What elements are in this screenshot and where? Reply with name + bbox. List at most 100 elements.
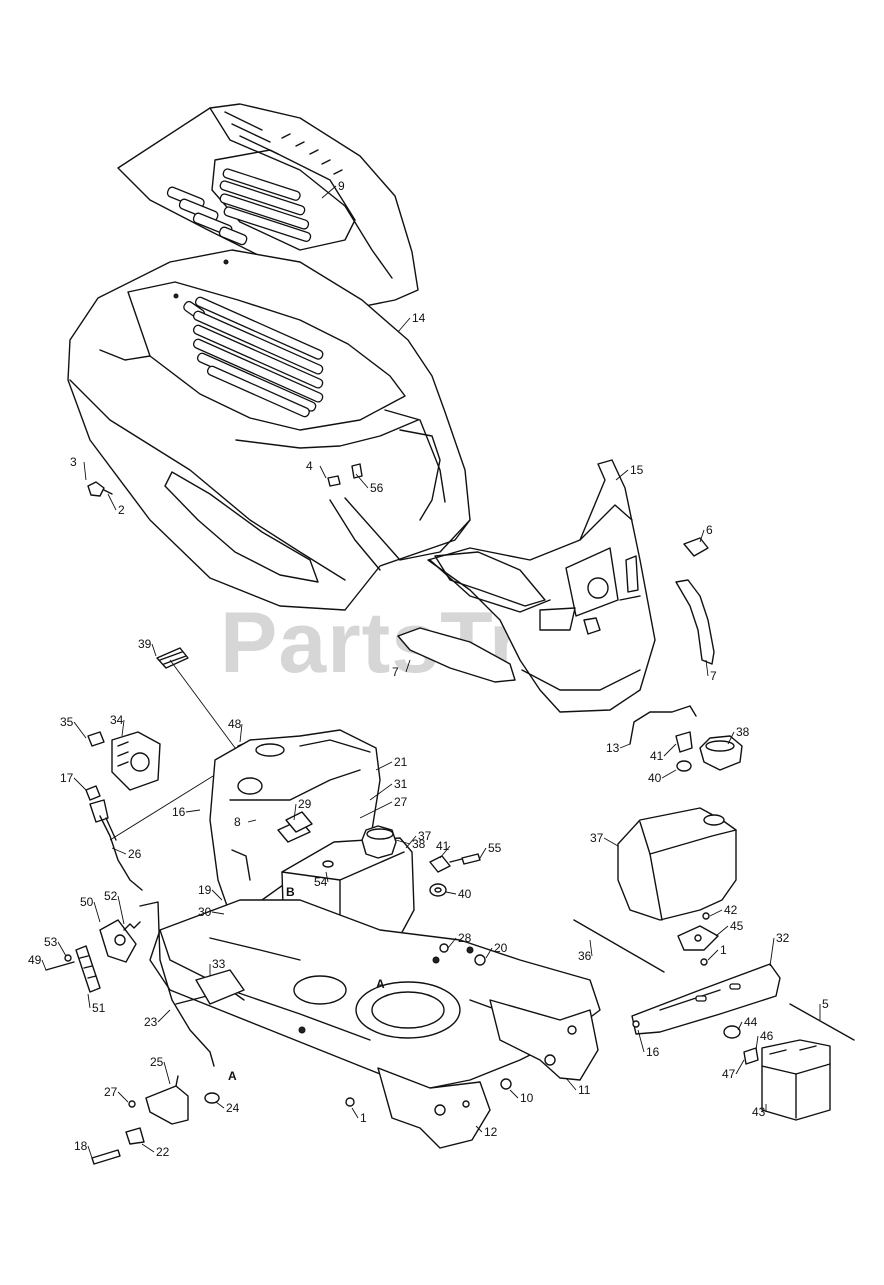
part-27-screw-lower: [128, 1100, 136, 1108]
callout-leader-c40b: [661, 769, 677, 779]
part-49-53-bolt: [45, 954, 75, 971]
callout-c47: 47: [722, 1067, 736, 1081]
part-4-56-fasteners: [327, 463, 363, 487]
part-38-fuel-cap-right: [699, 735, 743, 771]
callout-leader-c1b: [707, 949, 719, 961]
callout-leader-c42: [709, 909, 723, 917]
callout-leader-c18: [87, 1145, 93, 1159]
callout-c22: 22: [156, 1145, 170, 1159]
callout-leader-c11: [565, 1077, 577, 1091]
callout-leader-c26: [111, 847, 127, 855]
part-40-grommet-right: [676, 760, 692, 772]
callout-c35: 35: [60, 715, 74, 729]
callout-leader-c6: [699, 529, 705, 543]
callout-c25: 25: [150, 1055, 164, 1069]
callout-leader-c52: [117, 895, 125, 925]
callout-leader-c53: [57, 941, 67, 957]
callout-leader-c13: [619, 743, 631, 749]
callout-leader-c46: [755, 1035, 759, 1051]
callout-leader-c41b: [663, 743, 677, 757]
callout-c41a: 41: [436, 839, 450, 853]
callout-leader-c39: [151, 643, 157, 657]
callout-leader-c12: [475, 1125, 483, 1133]
callout-cB: B: [286, 885, 295, 899]
callout-leader-c20: [485, 947, 493, 959]
callout-leader-c25: [163, 1061, 171, 1085]
callout-c13: 13: [606, 741, 620, 755]
part-10-nut: [500, 1078, 512, 1090]
callout-c14: 14: [412, 311, 426, 325]
callout-leader-c15: [615, 469, 629, 481]
part-35-key: [87, 731, 105, 747]
part-39-clip: [156, 647, 189, 669]
callout-c17: 17: [60, 771, 74, 785]
callout-c51: 51: [92, 1001, 106, 1015]
part-33-pivot: [195, 969, 245, 1005]
callout-c52: 52: [104, 889, 118, 903]
callout-leader-c56: [355, 473, 369, 489]
callout-c18: 18: [74, 1139, 88, 1153]
callout-c9: 9: [338, 179, 345, 193]
callout-c8: 8: [234, 815, 241, 829]
part-41-tank-fitting: [429, 855, 467, 873]
callout-leader-c36: [589, 939, 593, 957]
part-11-frame-bracket-right: [489, 999, 599, 1081]
callout-leader-c40a: [445, 891, 457, 895]
callout-leader-c34: [121, 719, 125, 737]
callout-c28: 28: [458, 931, 472, 945]
callout-leader-c54: [325, 871, 329, 883]
callout-leader-c51: [87, 993, 91, 1009]
callout-c12: 12: [484, 1125, 498, 1139]
leader-line: [169, 659, 245, 761]
callout-leader-c50: [93, 901, 101, 923]
callout-c29: 29: [298, 797, 312, 811]
callout-leader-c17: [73, 777, 87, 791]
part-41-fitting-right: [675, 731, 693, 753]
part-20-nut: [474, 954, 486, 966]
callout-leader-c9: [321, 185, 337, 199]
callout-c26: 26: [128, 847, 142, 861]
part-44-spacer: [723, 1025, 741, 1039]
callout-leader-c19: [211, 889, 223, 901]
part-29-bracket: [285, 811, 313, 833]
callout-c34: 34: [110, 713, 124, 727]
callout-c32: 32: [776, 931, 790, 945]
callout-leader-c3: [83, 461, 87, 481]
callout-c53: 53: [44, 935, 58, 949]
part-7-trim-right: [675, 579, 715, 665]
callout-leader-c45: [715, 925, 729, 937]
callout-leader-c14: [397, 317, 411, 333]
callout-cA1: A: [376, 977, 385, 991]
callout-c6: 6: [706, 523, 713, 537]
callout-leader-c28: [447, 937, 457, 949]
callout-c39: 39: [138, 637, 152, 651]
part-5-tie-strap: [789, 1003, 855, 1041]
callout-leader-c47: [735, 1059, 745, 1075]
callout-c16a: 16: [172, 805, 186, 819]
part-51-detent-plate: [75, 945, 101, 993]
callout-c3: 3: [70, 455, 77, 469]
callout-leader-c16b: [637, 1029, 645, 1053]
callout-c23: 23: [144, 1015, 158, 1029]
part-55-hose: [461, 853, 481, 865]
callout-c56: 56: [370, 481, 384, 495]
callout-c11: 11: [578, 1083, 591, 1097]
callout-leader-c10: [509, 1089, 519, 1099]
callout-c10: 10: [520, 1091, 534, 1105]
callout-leader-c30: [211, 911, 225, 915]
part-42-nut: [702, 912, 710, 920]
callout-c38a: 38: [412, 837, 426, 851]
callout-c44: 44: [744, 1015, 758, 1029]
callout-leader-c21: [375, 761, 393, 771]
part-6-push-fastener: [683, 537, 709, 557]
callout-c31: 31: [394, 777, 408, 791]
callout-c43: 43: [752, 1105, 766, 1119]
callout-leader-c37a: [405, 835, 417, 849]
callout-c42: 42: [724, 903, 738, 917]
callout-c45: 45: [730, 919, 744, 933]
part-7-trim-left: [397, 627, 516, 683]
callout-c37a: 37: [418, 829, 432, 843]
part-32-battery-tray: [631, 963, 781, 1035]
